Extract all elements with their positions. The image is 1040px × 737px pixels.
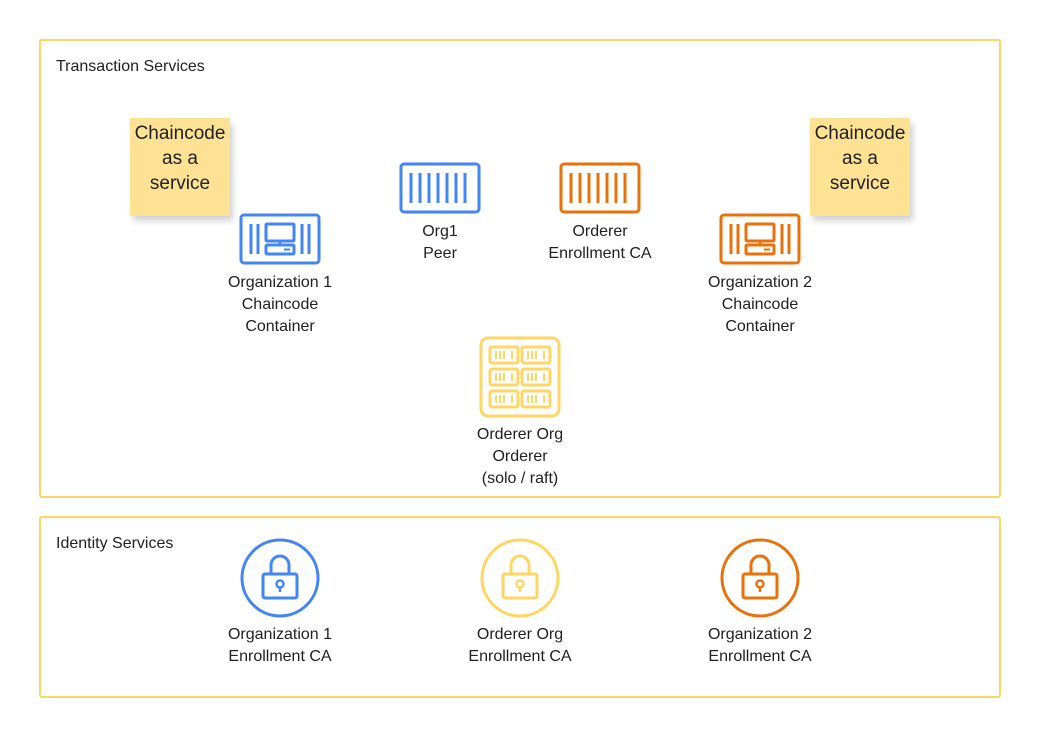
label-line: Enrollment CA xyxy=(228,648,332,665)
chaincode-as-a-service-note-right: Chaincode as a service xyxy=(810,118,910,216)
label-line: Orderer xyxy=(572,223,628,240)
transaction-services-panel: Transaction Services xyxy=(39,39,1001,498)
orderer-enrollment-ca-label: Orderer Enrollment CA xyxy=(530,221,670,265)
note-line: service xyxy=(829,173,891,194)
label-line: Enrollment CA xyxy=(468,648,572,665)
note-line: as a xyxy=(842,148,878,169)
label-line: Organization 1 xyxy=(227,274,333,291)
label-line: Orderer Org xyxy=(476,426,564,443)
identity-services-title: Identity Services xyxy=(56,535,174,552)
lock-icon xyxy=(480,538,560,618)
org1-peer-label: Org1 Peer xyxy=(390,221,490,265)
label-line: Orderer Org xyxy=(476,626,564,643)
org2-enrollment-ca-label: Organization 2 Enrollment CA xyxy=(685,624,835,668)
label-line: Enrollment CA xyxy=(708,648,812,665)
label-line: Container xyxy=(725,318,795,335)
note-line: Chaincode xyxy=(814,123,906,144)
lock-icon xyxy=(240,538,320,618)
container-icon xyxy=(399,162,481,214)
transaction-services-title: Transaction Services xyxy=(56,58,205,75)
note-line: as a xyxy=(162,148,198,169)
org1-enrollment-ca-label: Organization 1 Enrollment CA xyxy=(205,624,355,668)
org2-chaincode-container-label: Organization 2 Chaincode Container xyxy=(685,272,835,338)
orderer-org-orderer-label: Orderer Org Orderer (solo / raft) xyxy=(445,424,595,490)
note-line: service xyxy=(149,173,211,194)
label-line: (solo / raft) xyxy=(481,470,559,487)
note-line: Chaincode xyxy=(134,123,226,144)
computer-container-icon xyxy=(239,213,321,265)
chaincode-as-a-service-note-left: Chaincode as a service xyxy=(130,118,230,216)
label-line: Organization 2 xyxy=(707,274,813,291)
identity-services-panel: Identity Services xyxy=(39,516,1001,698)
container-icon xyxy=(559,162,641,214)
label-line: Chaincode xyxy=(241,296,319,313)
computer-container-icon xyxy=(719,213,801,265)
org1-chaincode-container-label: Organization 1 Chaincode Container xyxy=(205,272,355,338)
label-line: Orderer xyxy=(492,448,548,465)
label-line: Peer xyxy=(423,245,457,262)
label-line: Container xyxy=(245,318,315,335)
label-line: Chaincode xyxy=(721,296,799,313)
lock-icon xyxy=(720,538,800,618)
label-line: Organization 1 xyxy=(227,626,333,643)
label-line: Organization 2 xyxy=(707,626,813,643)
orderer-org-enrollment-ca-label: Orderer Org Enrollment CA xyxy=(445,624,595,668)
label-line: Enrollment CA xyxy=(548,245,652,262)
label-line: Org1 xyxy=(422,223,458,240)
server-rack-icon xyxy=(479,336,561,418)
